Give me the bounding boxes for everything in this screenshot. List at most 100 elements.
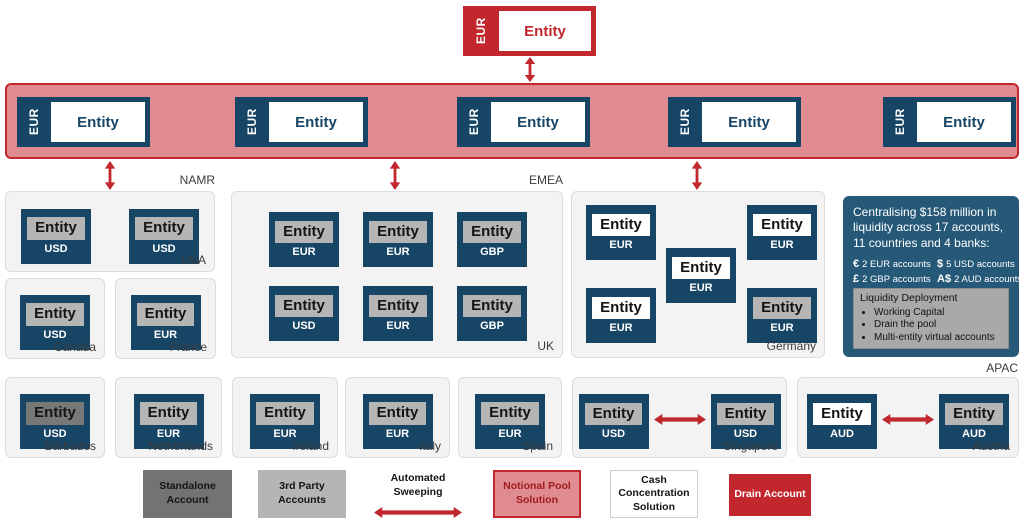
pool-summary-title: Centralising $158 million in liquidity a… [853, 205, 1004, 250]
entity-label: Entity [672, 256, 730, 280]
entity-label: Entity [368, 402, 427, 425]
entity-label: Entity [945, 402, 1003, 426]
legend-automated-sweeping-label: Automated Sweeping [390, 472, 446, 498]
entity-currency: USD [43, 328, 67, 341]
deployment-item: Multi-entity virtual accounts [874, 332, 1002, 345]
sweeping-arrow-icon [653, 413, 706, 431]
entity-label: Entity [27, 217, 85, 240]
entity-label: Entity [369, 220, 427, 244]
entity-label: Entity [275, 220, 333, 244]
entity-label: Entity [135, 217, 193, 240]
country-label: Netherlands [148, 439, 213, 453]
deployment-item: Working Capital [874, 307, 1002, 320]
header-entity-label: Entity [499, 11, 591, 51]
entity-label: Entity [753, 296, 811, 320]
entity-currency: EUR [689, 282, 713, 295]
legend-drain-account: Drain Account [729, 474, 811, 516]
country-label: Singapore [723, 439, 778, 453]
entity-label: Entity [463, 220, 521, 244]
header-entity-currency: EUR [474, 17, 488, 45]
entity-currency: EUR [273, 427, 297, 440]
entity-currency: EUR [770, 239, 794, 252]
entity-label: Entity [813, 402, 871, 426]
legend-third-party-accounts: 3rd Party Accounts [258, 470, 346, 518]
entity-currency: EUR [386, 320, 410, 333]
deployment-item: Drain the pool [874, 319, 1002, 332]
pool-summary-panel: Centralising $158 million in liquidity a… [843, 196, 1022, 357]
country-label: USA [181, 253, 206, 267]
sweep-arrow-icon [389, 161, 401, 195]
entity-label: Entity [481, 402, 539, 425]
legend-standalone-account: Standalone Account [143, 470, 232, 518]
entity-currency: GBP [480, 320, 504, 333]
sweep-arrow-icon [691, 161, 703, 195]
liquidity-deployment-title: Liquidity Deployment [860, 292, 958, 305]
entity-currency: USD [292, 320, 316, 333]
country-label: Italy [418, 439, 441, 453]
entity-currency: GBP [480, 246, 504, 259]
country-label: Spain [522, 439, 553, 453]
pool-entity-box: EUR Entity [668, 97, 801, 147]
entity-label: Entity [275, 294, 333, 318]
region-label-apac: APAC [986, 361, 1018, 375]
entity-label: Entity [139, 402, 198, 425]
country-label: Ireland [292, 439, 329, 453]
entity-label: Entity [592, 296, 650, 320]
legend-cash-concentration-solution: Cash Concentration Solution [610, 470, 698, 518]
entity-currency: EUR [609, 239, 633, 252]
entity-label: Entity [136, 303, 195, 326]
entity-currency: AUD [830, 428, 854, 441]
entity-label: Entity [26, 303, 84, 326]
entity-currency: EUR [292, 246, 316, 259]
pool-entity-currency: EUR [27, 108, 41, 136]
entity-currency: EUR [156, 427, 181, 440]
pool-entity-currency: EUR [245, 108, 259, 136]
pool-entity-label: Entity [917, 102, 1011, 142]
entity-currency: USD [43, 427, 67, 440]
automated-sweeping-arrow-icon [374, 506, 462, 522]
pool-entity-label: Entity [702, 102, 796, 142]
sweeping-arrow-icon [882, 413, 934, 431]
entity-label: Entity [463, 294, 521, 318]
entity-label: Entity [584, 402, 643, 426]
region-label-namr: NAMR [179, 173, 215, 187]
entity-label: Entity [26, 402, 84, 425]
entity-label: Entity [592, 213, 650, 237]
entity-currency: USD [152, 242, 176, 255]
pool-entity-currency: EUR [678, 108, 692, 136]
header-drain-entity: EUR Entity [463, 6, 596, 56]
country-label: Austria [972, 439, 1010, 453]
account-summary-item: €2 EUR accounts [853, 258, 931, 271]
